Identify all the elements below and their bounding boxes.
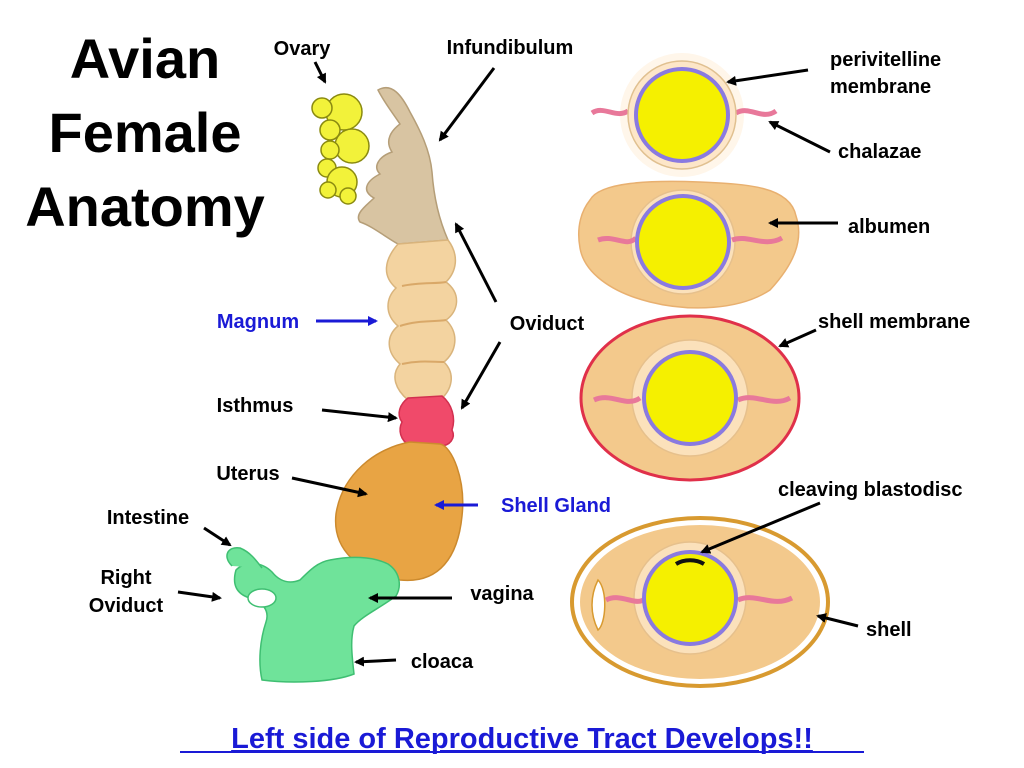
right-oviduct-opening [247, 588, 277, 608]
egg-stage-4 [570, 516, 830, 688]
blastodisc-illustration [674, 558, 706, 566]
egg-stage-3 [579, 314, 801, 482]
label-cleaving-blastodisc: cleaving blastodisc [778, 479, 963, 501]
magnum-folds [399, 281, 447, 365]
cloaca-illustration [233, 556, 401, 683]
ovary-illustration [311, 93, 370, 205]
label-intestine: Intestine [107, 507, 189, 529]
egg-stage-1 [590, 53, 778, 177]
infundibulum-illustration [357, 87, 450, 245]
label-uterus: Uterus [216, 463, 279, 485]
title-line-1: Avian [70, 27, 220, 90]
title-line-3: Anatomy [25, 175, 265, 238]
label-oviduct: Oviduct [510, 313, 585, 335]
reproductive-tract [226, 87, 464, 683]
footer-caption: Left side of Reproductive Tract Develops… [231, 723, 813, 755]
annotation-arrows [177, 61, 859, 667]
label-shell: shell [866, 619, 912, 641]
label-chalazae: chalazae [838, 141, 921, 163]
label-magnum: Magnum [217, 311, 299, 333]
intestine-illustration [226, 547, 263, 569]
isthmus-illustration [398, 395, 455, 447]
title-line-2: Female [49, 101, 242, 164]
label-ovary: Ovary [274, 38, 332, 60]
uterus-illustration [334, 441, 464, 582]
label-perivitelline-line-2: membrane [830, 76, 931, 98]
label-shell-membrane: shell membrane [818, 311, 970, 333]
label-albumen: albumen [848, 216, 930, 238]
egg-stage-2 [578, 180, 800, 309]
label-right-oviduct-line-1: Right [100, 567, 151, 589]
label-right-oviduct-line-2: Oviduct [89, 595, 164, 617]
label-perivitelline-line-1: perivitelline [830, 49, 941, 71]
label-shell-gland: Shell Gland [501, 495, 611, 517]
magnum-illustration [385, 239, 458, 401]
label-cloaca: cloaca [411, 651, 474, 673]
label-infundibulum: Infundibulum [447, 37, 574, 59]
label-vagina: vagina [470, 583, 534, 605]
label-isthmus: Isthmus [217, 395, 294, 417]
